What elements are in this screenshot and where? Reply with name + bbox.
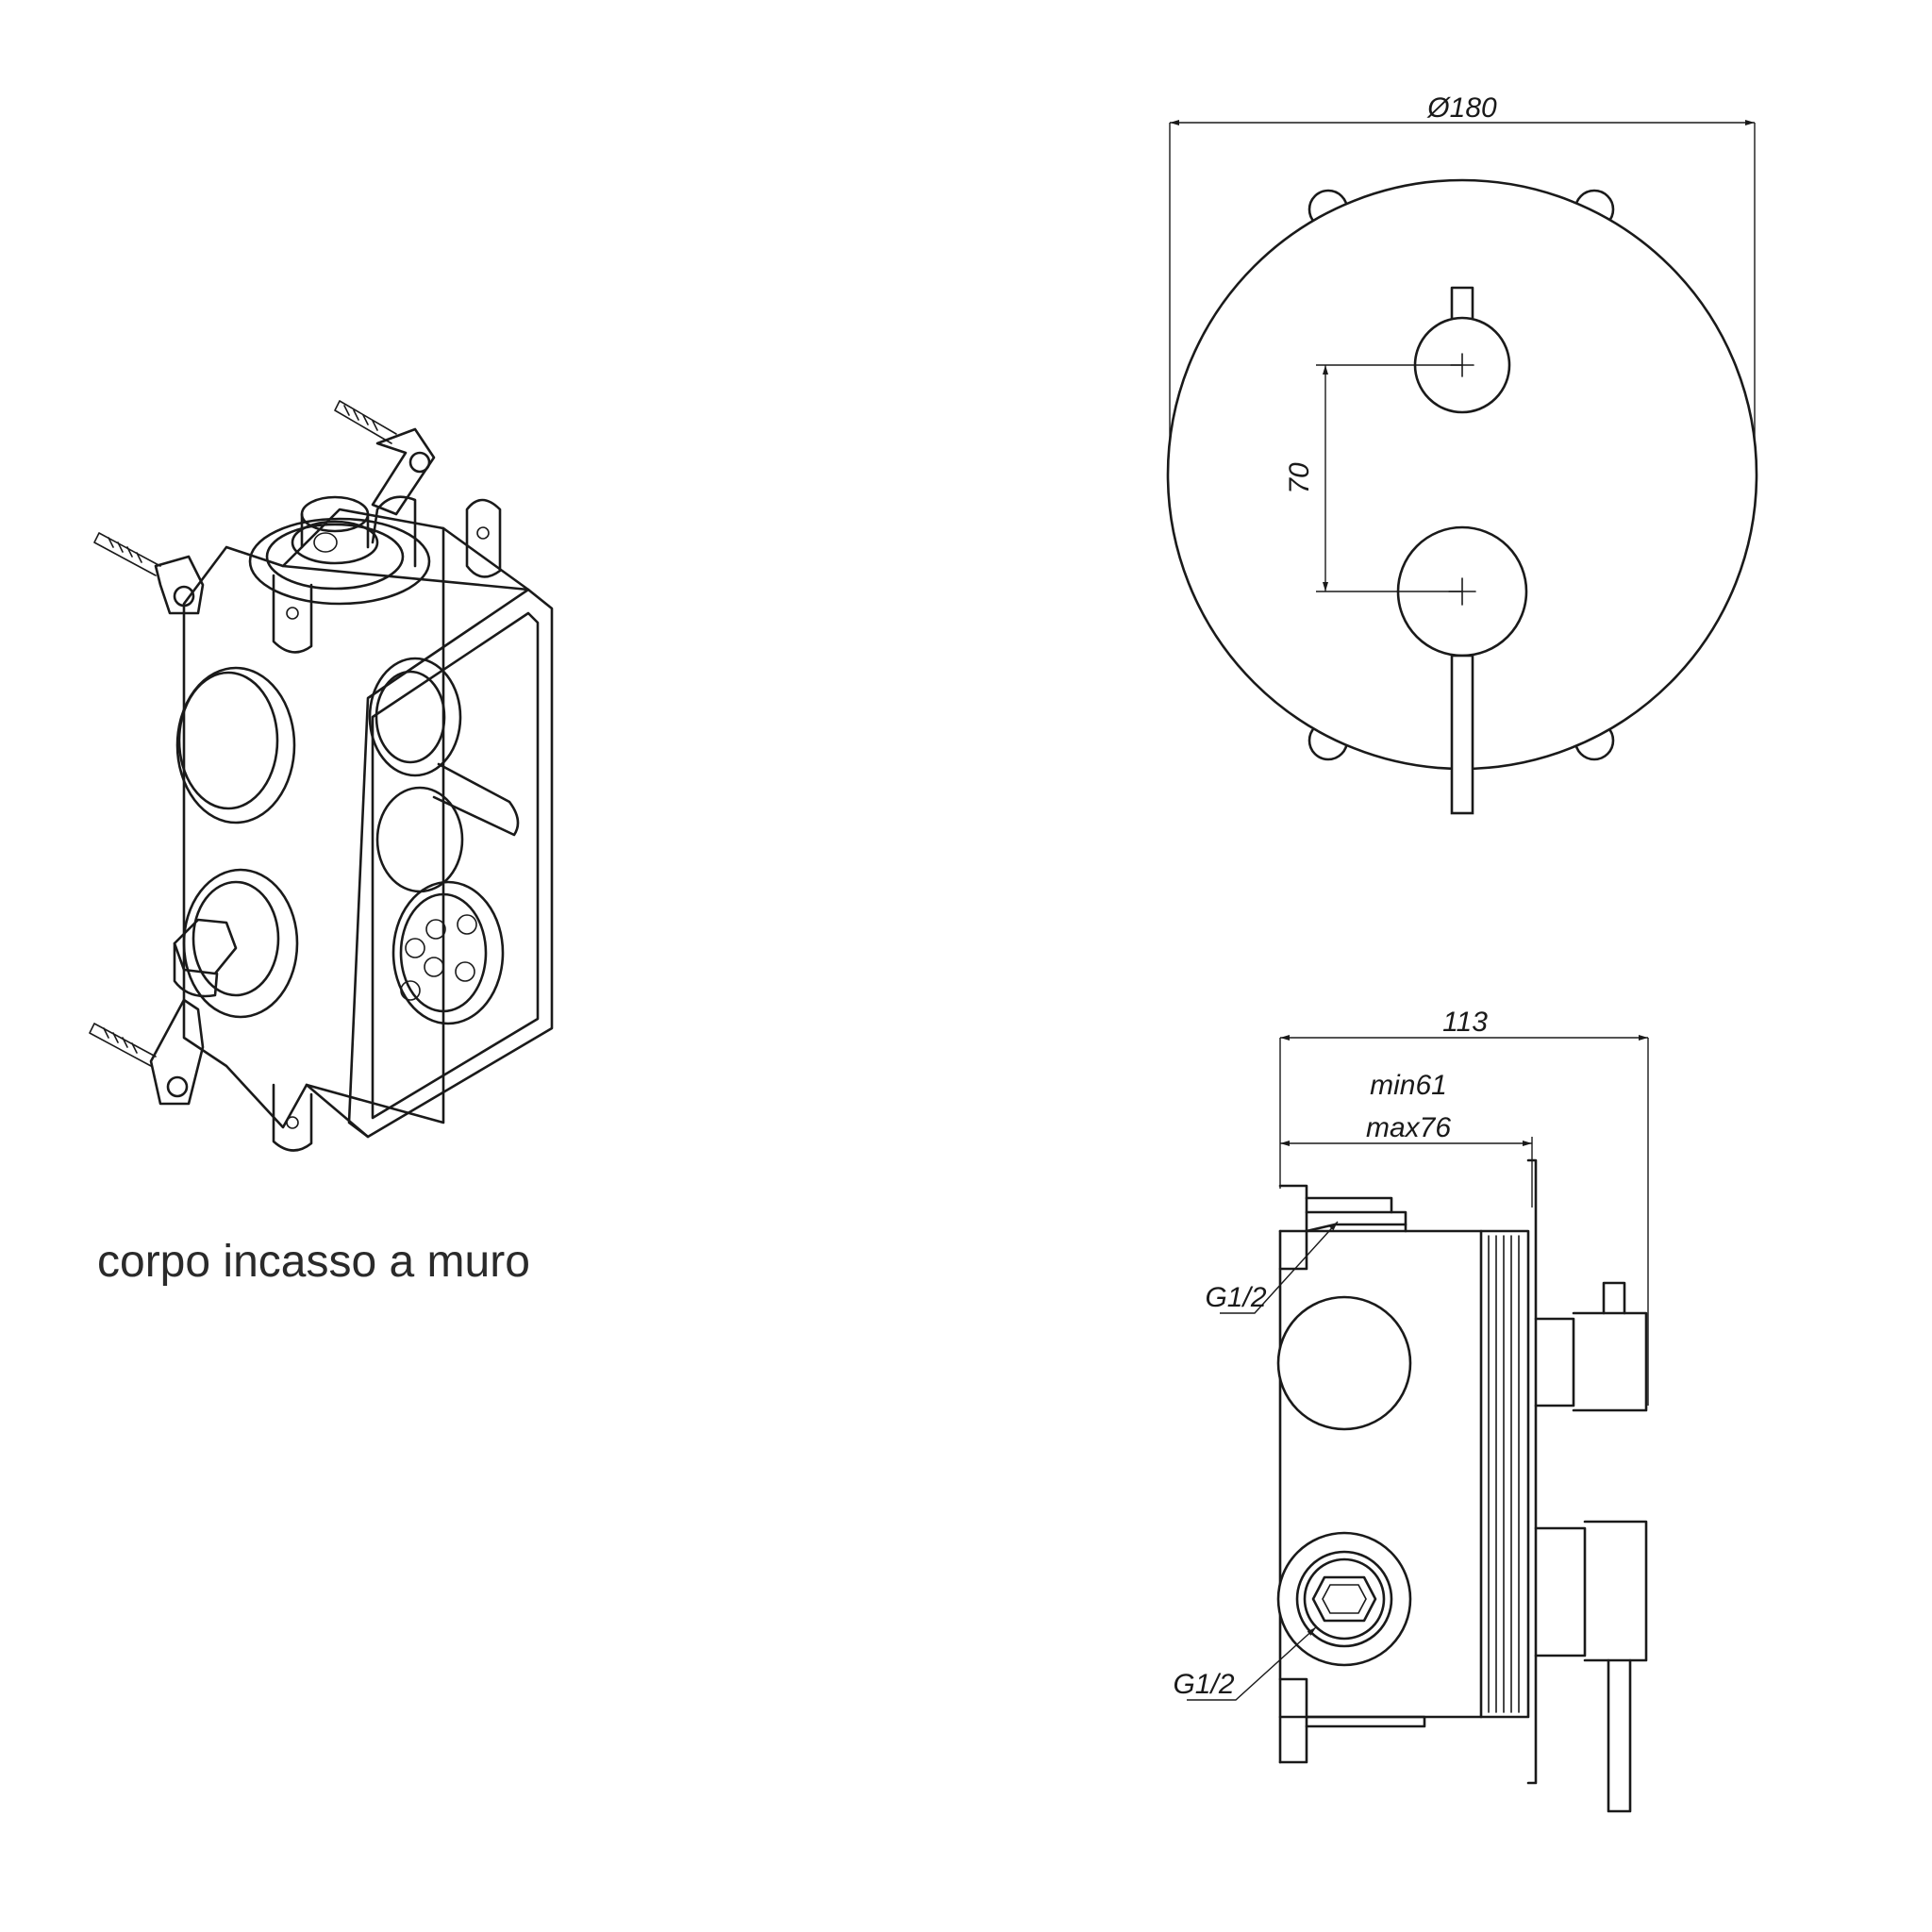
min-depth-label: min61 [1370,1070,1447,1101]
depth-label: 113 [1442,1007,1488,1038]
isometric-wall-box [89,400,554,1152]
spacing-label: 70 [1284,462,1315,494]
mounting-screw-top [334,400,436,516]
max-depth-label: max76 [1366,1112,1451,1143]
front-view: Ø180 70 [1166,92,1758,815]
mounting-screw-left [93,532,205,615]
caption: corpo incasso a muro [97,1237,530,1287]
thread-lines [1488,1235,1520,1713]
diameter-label: Ø180 [1426,92,1497,124]
thread-top-label: G1/2 [1205,1282,1266,1313]
thread-bottom-label: G1/2 [1173,1669,1234,1700]
side-view: 113 min61 max76 [1173,1007,1649,1813]
mounting-screw-bottom [89,998,205,1106]
